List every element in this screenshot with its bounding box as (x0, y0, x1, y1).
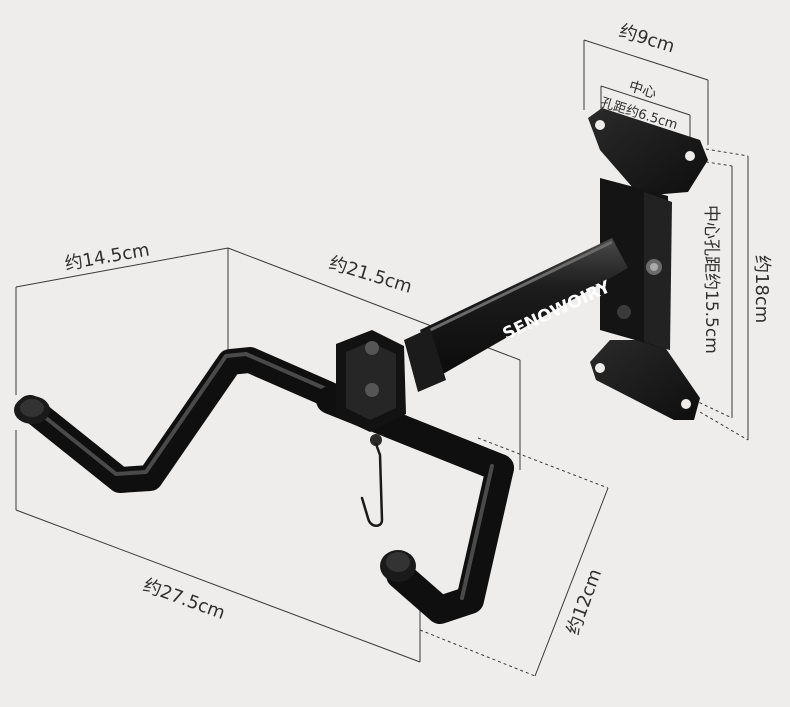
arm-tube (404, 238, 628, 392)
dim-plate-width: 约9cm (617, 21, 678, 58)
dim-hook-height: 约12cm (563, 566, 606, 637)
dim-hole-center-vertical: 中心孔距约15.5cm (701, 205, 721, 354)
safety-hook (360, 442, 384, 527)
dim-plate-height: 约18cm (751, 255, 772, 323)
dim-hook-depth: 约14.5cm (63, 239, 151, 275)
hook-arm (14, 347, 514, 624)
clamp-block (336, 330, 406, 446)
dim-overall-width: 约27.5cm (140, 575, 228, 624)
wall-mount-plate (588, 108, 708, 420)
dim-hole-center-line1: 中心 (627, 79, 658, 102)
